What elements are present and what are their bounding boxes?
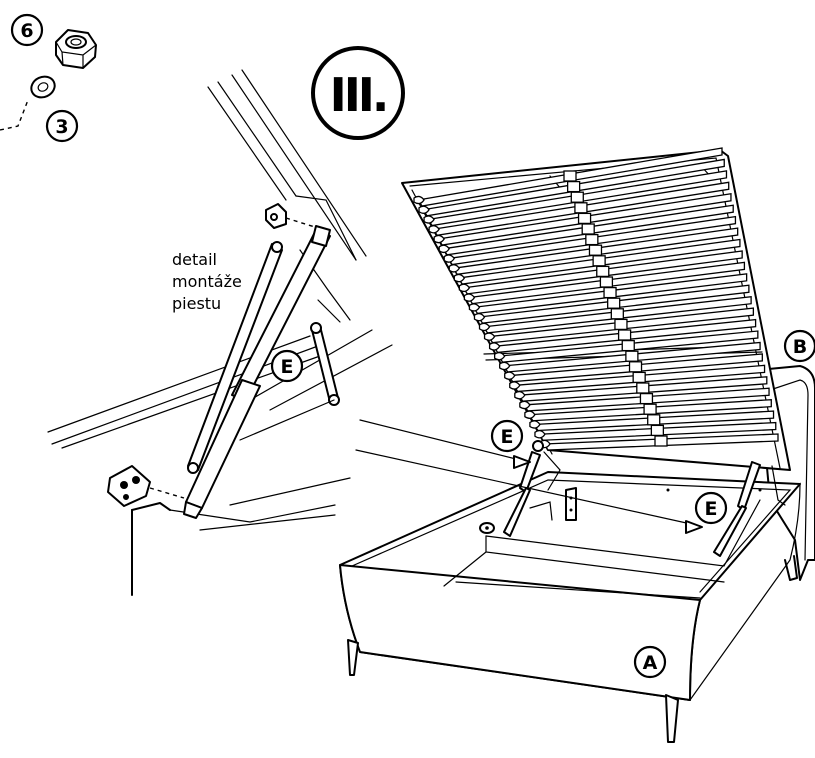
washer-count-label: 3 [55,116,68,138]
step-marker: III. [311,46,405,140]
bed-base [339,471,801,701]
piston-detail-view: E detail montáže piestu [47,69,393,596]
base-badge [633,645,667,679]
slat-strap [610,308,624,320]
slat-strap [617,329,632,341]
slat-strap [581,223,595,235]
slat-holder-icon [458,283,471,293]
gas-spring-piston [183,225,331,519]
gas-spring-badge-detail [270,349,304,383]
slat-strap [621,339,635,352]
nut-icon [55,29,97,69]
slat-strap [654,435,668,447]
slat-strap [566,180,581,193]
slat-holder-icon [463,293,476,302]
slat-strap [650,424,665,437]
bottom-bracket-icon [107,465,151,507]
slat-holder-icon [534,429,546,439]
hardware-callout: 6 3 [0,13,97,143]
slat-holder-icon [468,303,481,312]
gas-spring-label-detail: E [281,356,294,378]
slat-strap [599,276,614,288]
bed-illustration: E E A B [339,147,815,743]
slat-holder-icon [453,273,466,283]
slat-strap [585,233,599,246]
slat-holder-icon [473,312,486,322]
slat-holder-icon [443,254,456,263]
slat-holder-icon [448,264,461,273]
slat-strap [632,371,646,384]
slat-holder-icon [499,361,511,371]
step-number: III. [330,68,387,122]
slat-holder-icon [493,351,506,361]
slat-strap [588,244,603,256]
nut-count-label: 6 [20,20,33,42]
slat-strap [636,382,650,394]
guide-line-2 [355,449,701,527]
slat-strap [592,255,606,267]
headboard-badge [783,329,815,363]
washer-icon [30,75,56,99]
washer-small-icon [479,522,495,534]
slat-holder-icon [524,410,536,419]
nut-count-badge [10,13,44,47]
hardware-leader-line [0,99,29,131]
slat-holder-icon [413,195,425,205]
slat-holder-icon [504,371,516,380]
slat-strap [596,265,610,278]
slat-strap [563,170,577,182]
slat-holder-icon [438,244,450,254]
slat-strap [639,392,654,405]
detail-caption-line-3: piestu [172,294,221,313]
slat-holder-icon [418,205,430,215]
bed-gas-spring-left [503,440,561,537]
slat-holder-icon [519,400,531,410]
slat-strap [625,350,639,362]
bed-gas-spring-right [713,461,786,557]
slat-strap [574,202,588,214]
gas-spring-label-left: E [501,426,514,448]
washer-count-badge [45,109,79,143]
detail-caption-line-1: detail [172,250,217,269]
slat-strap [603,286,617,299]
slat-strap [570,191,584,203]
slat-strap [643,403,657,415]
arrow-head-1-icon [513,455,531,469]
slat-strap [577,212,592,225]
slat-holder-icon [428,225,440,234]
slat-holder-icon [433,234,445,244]
gas-spring-badge-left [490,419,524,453]
slat-holder-icon [488,342,501,351]
gas-spring-badge-right [694,491,728,525]
arrow-head-2-icon [685,520,703,534]
slat-strap [628,361,643,373]
step-circle [311,46,405,140]
slats-group [413,147,779,451]
gas-spring-label-right: E [705,498,718,520]
detail-caption-line-2: montáže [172,272,242,291]
top-bracket-icon [265,203,287,229]
slat-holder-icon [529,420,541,429]
slat-strap [607,297,621,309]
guide-line-1 [359,419,529,463]
slat-strap [647,414,661,426]
slat-holder-icon [509,381,521,390]
slat-holder-icon [483,332,496,341]
slat-holder-icon [478,322,491,332]
slat-strap [614,318,628,331]
headboard-label: B [793,336,807,358]
slat-holder-icon [423,215,435,224]
bed-legs [347,639,679,743]
slat-holder-icon [514,390,526,400]
base-label: A [643,652,658,674]
